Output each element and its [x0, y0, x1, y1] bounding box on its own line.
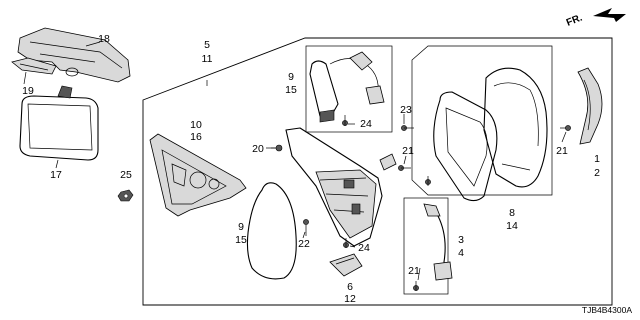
- callout-9: 9: [288, 71, 294, 83]
- cable-part: [423, 203, 453, 281]
- callout-8: 8: [509, 207, 515, 219]
- diagram-code: TJB4B4300A: [582, 305, 632, 315]
- direction-label: FR.: [565, 12, 584, 28]
- callout-11: 11: [202, 53, 213, 65]
- mirror-base-part: [285, 127, 383, 247]
- screw-21d-part: [425, 176, 431, 186]
- callout-12: 12: [344, 293, 356, 305]
- screw-21b-part: [560, 125, 571, 131]
- mount-clip-part: [11, 57, 57, 75]
- callout-7: 9: [238, 221, 244, 233]
- callout-20: 20: [252, 143, 264, 155]
- callout-2: 2: [594, 167, 600, 179]
- callout-4: 4: [458, 247, 464, 259]
- mirror-housing-part: [433, 91, 498, 202]
- callout-14: 14: [506, 220, 518, 232]
- turn-signal-part: [577, 67, 603, 145]
- lower-cover-part: [329, 253, 363, 277]
- callout-18: 18: [98, 33, 110, 45]
- front-direction-arrow: FR.: [565, 8, 626, 29]
- callout-21c: 21: [408, 265, 420, 277]
- garnish-part: [149, 133, 247, 217]
- actuator-part: [309, 51, 385, 123]
- callout-15: 15: [285, 84, 297, 96]
- nut-part: [117, 189, 134, 202]
- mirror-cover-part: [483, 67, 548, 188]
- callout-13: 15: [235, 234, 247, 246]
- callout-6: 6: [347, 281, 353, 293]
- callout-24b: 24: [358, 242, 370, 254]
- callout-16: 16: [190, 131, 202, 143]
- screw-24b-part: [343, 238, 349, 248]
- screw-24a-part: [342, 115, 348, 126]
- clip-part: [379, 153, 397, 171]
- callout-21b: 21: [556, 145, 568, 157]
- mirror-glass-part: [246, 182, 297, 280]
- screw-21a-part: [398, 165, 411, 171]
- callout-19: 19: [22, 85, 34, 97]
- inside-mirror-part: [19, 85, 99, 161]
- callout-3: 3: [458, 234, 464, 246]
- callout-22: 22: [298, 238, 310, 250]
- callout-21a: 21: [402, 145, 414, 157]
- screw-23-part: [401, 125, 414, 131]
- callouts: 5 11 18 19 17 25 10 16 20 9 15 22 24 6 1…: [22, 33, 600, 305]
- callout-10: 10: [190, 119, 202, 131]
- callout-17: 17: [50, 169, 62, 181]
- sub-box-housing: [411, 45, 553, 196]
- mount-cover-part: [17, 27, 131, 83]
- assembly-outline: [142, 37, 613, 306]
- sub-box-cable: [403, 197, 449, 295]
- callout-5: 5: [204, 39, 210, 51]
- callout-1: 1: [594, 153, 600, 165]
- callout-25: 25: [120, 169, 132, 181]
- screw-22-part: [303, 219, 309, 236]
- screw-21c-part: [413, 281, 419, 291]
- callout-24a: 24: [360, 118, 372, 130]
- sub-box-harness: [305, 45, 393, 133]
- leader-lines: [23, 41, 567, 281]
- callout-23: 23: [400, 104, 412, 116]
